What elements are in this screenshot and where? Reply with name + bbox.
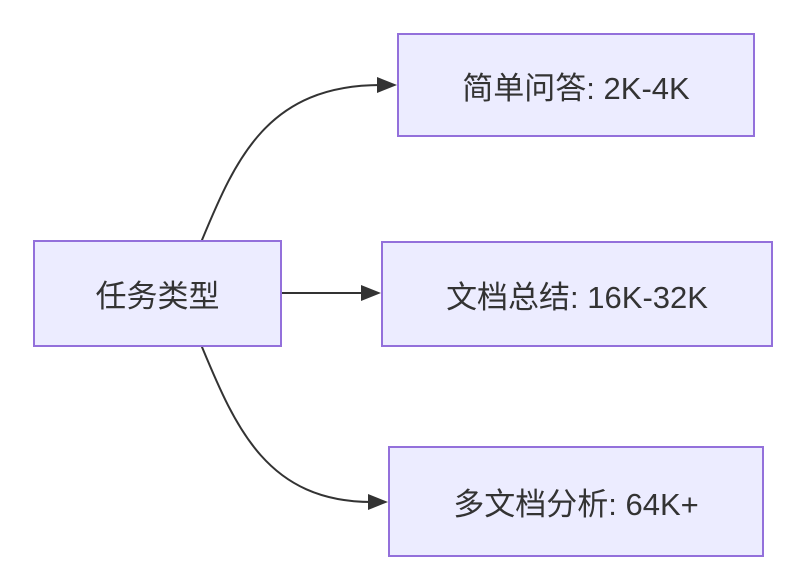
edge-root-to-simple-qa — [201, 84, 382, 241]
node-simple-qa: 简单问答: 2K-4K — [397, 33, 755, 137]
node-doc-summary-label: 文档总结: 16K-32K — [446, 279, 708, 315]
arrowhead-icon — [361, 285, 381, 301]
arrowhead-icon — [377, 77, 397, 93]
edge-root-to-multi-doc — [201, 346, 373, 503]
arrowhead-icon — [368, 494, 388, 510]
node-simple-qa-label: 简单问答: 2K-4K — [462, 70, 690, 106]
node-multi-doc: 多文档分析: 64K+ — [388, 446, 764, 557]
node-task-type: 任务类型 — [33, 240, 282, 347]
node-multi-doc-label: 多文档分析: 64K+ — [453, 487, 699, 522]
node-task-type-label: 任务类型 — [95, 279, 220, 314]
node-doc-summary: 文档总结: 16K-32K — [381, 241, 773, 347]
